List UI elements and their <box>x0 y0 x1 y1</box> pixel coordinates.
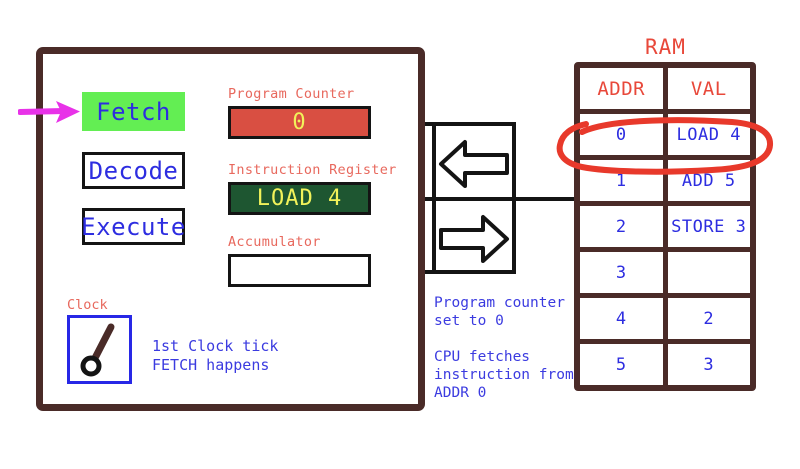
ram-val-cell: ADD 5 <box>667 160 750 201</box>
stage-execute[interactable]: Execute <box>81 208 186 245</box>
ram-column-addr: ADDR <box>580 68 663 109</box>
program-counter-value: 0 <box>228 106 371 139</box>
table-row[interactable]: 1 ADD 5 <box>580 160 750 206</box>
instruction-register-value: LOAD 4 <box>228 182 371 215</box>
stage-fetch-label: Fetch <box>96 97 171 126</box>
table-row[interactable]: 2 STORE 3 <box>580 206 750 252</box>
stage-decode[interactable]: Decode <box>82 152 185 189</box>
stage-execute-label: Execute <box>81 212 186 241</box>
ram-table: ADDR VAL 0 LOAD 4 1 ADD 5 2 STORE 3 3 4 … <box>574 62 756 391</box>
ram-addr-cell: 0 <box>580 114 663 155</box>
ram-addr-cell: 5 <box>580 344 663 385</box>
ram-addr-cell: 4 <box>580 298 663 339</box>
ram-header-row: ADDR VAL <box>580 68 750 114</box>
ram-val-cell: 3 <box>667 344 750 385</box>
ram-val-cell: 2 <box>667 298 750 339</box>
ram-val-cell: STORE 3 <box>667 206 750 247</box>
program-counter-label: Program Counter <box>228 86 355 102</box>
ram-val-cell <box>667 252 750 293</box>
arrow-right-icon <box>439 215 509 263</box>
arrow-left-icon <box>439 140 509 188</box>
stage-decode-label: Decode <box>88 156 179 185</box>
table-row[interactable]: 5 3 <box>580 344 750 385</box>
table-row[interactable]: 0 LOAD 4 <box>580 114 750 160</box>
accumulator-label: Accumulator <box>228 234 321 250</box>
table-row[interactable]: 3 <box>580 252 750 298</box>
accumulator-value <box>228 254 371 287</box>
clock-pendulum-icon <box>80 323 115 377</box>
stage-fetch[interactable]: Fetch <box>82 92 185 131</box>
instruction-register-label: Instruction Register <box>228 162 397 178</box>
clock-label: Clock <box>67 297 108 313</box>
ram-column-val: VAL <box>667 68 750 109</box>
pointer-arrow-icon <box>18 101 80 123</box>
clock-box <box>67 315 132 384</box>
data-transfer-divider <box>432 197 516 201</box>
ram-val-cell: LOAD 4 <box>667 114 750 155</box>
clock-tick-note: 1st Clock tick FETCH happens <box>152 337 279 374</box>
ram-addr-cell: 2 <box>580 206 663 247</box>
table-row[interactable]: 4 2 <box>580 298 750 344</box>
fetch-explanation-note: Program counter set to 0 CPU fetches ins… <box>434 295 574 401</box>
ram-addr-cell: 1 <box>580 160 663 201</box>
ram-addr-cell: 3 <box>580 252 663 293</box>
ram-title: RAM <box>645 35 686 59</box>
